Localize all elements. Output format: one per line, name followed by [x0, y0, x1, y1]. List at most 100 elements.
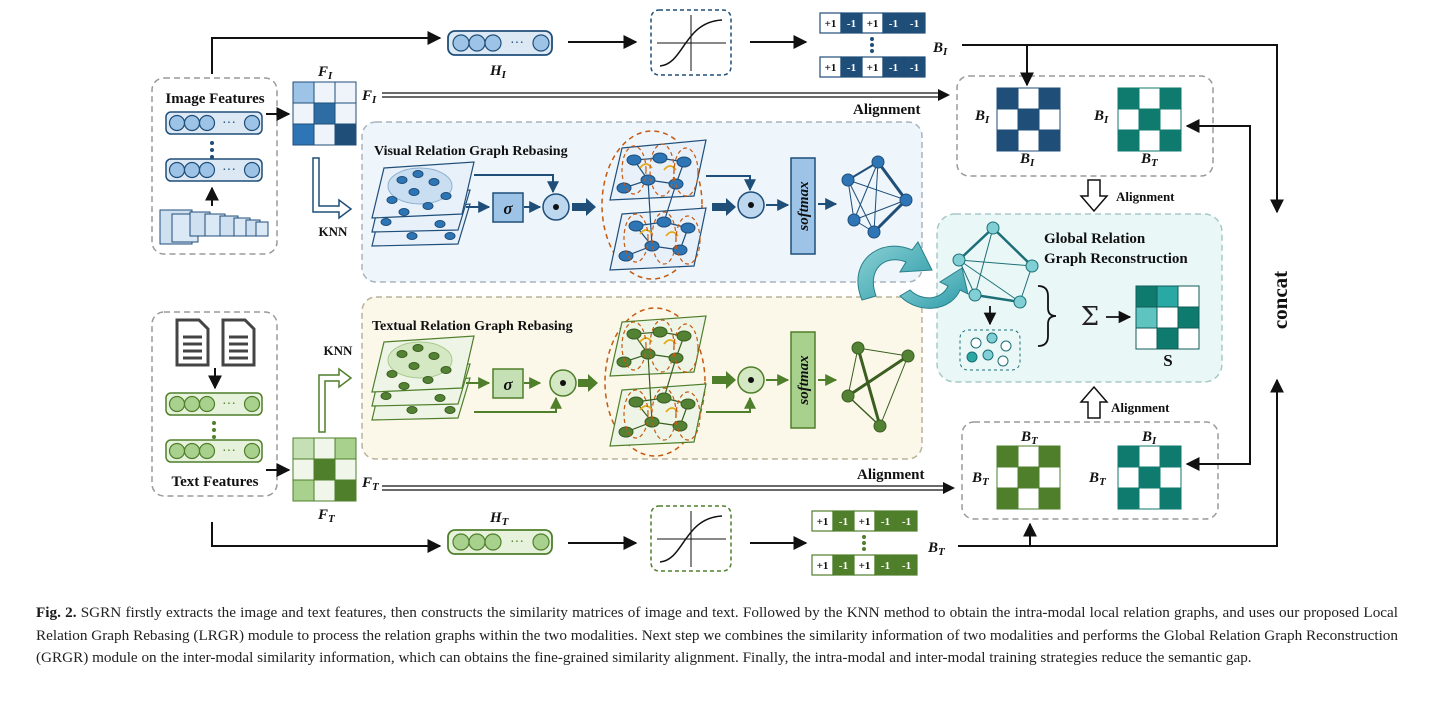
visual-sigma-box: [492, 192, 524, 223]
concat-to-bottom-matrix-arrow: [1185, 380, 1251, 471]
bt-label-matrix3-top: BT: [1020, 429, 1039, 447]
ft-alignment-double-arrow: FT: [361, 475, 955, 494]
vertical-ellipsis-icon: [210, 141, 214, 159]
node-cluster-icon: [959, 329, 1021, 371]
knn-label-bottom: KNN: [324, 343, 354, 358]
ht-hidden-vector: ···: [447, 529, 553, 555]
bt-label-bottom: BT: [927, 540, 946, 558]
alignment-label-bottom: Alignment: [857, 467, 925, 483]
bi-bi-checker-matrix: [996, 87, 1061, 152]
image-hash-path-arrow: [211, 31, 442, 74]
bi-hash-codes: +1-1+1-1-1+1-1+1-1-1: [819, 12, 926, 78]
bt-code-row-top: +1-1+1-1-1: [811, 510, 918, 532]
svg-text:+1: +1: [867, 62, 879, 74]
image-feature-maps-icon: [159, 209, 269, 245]
visual-softmax-box: [790, 157, 816, 255]
s-similarity-matrix: [1135, 285, 1200, 350]
visual-sigma-symbol: σ: [503, 199, 513, 218]
global-graph: [952, 221, 1039, 309]
visual-bypass-arrow-2: [706, 175, 756, 192]
visual-thick-arrow-2: [712, 198, 736, 216]
bi-label-matrix1-bottom: BI: [1019, 151, 1035, 169]
text-hash-path-arrow: [211, 522, 442, 553]
ft-similarity-matrix: [292, 437, 357, 502]
textual-thick-arrow-1: [578, 374, 598, 392]
caption-text: SGRN firstly extracts the image and text…: [36, 604, 1398, 666]
svg-text:-1: -1: [839, 560, 848, 572]
alignment-label-middle-bottom: Alignment: [1111, 400, 1170, 415]
alignment-label-top: Alignment: [853, 102, 921, 118]
bi-bt-matrix-panel: [956, 75, 1214, 177]
svg-text:+1: +1: [859, 516, 871, 528]
image-features-label: Image Features: [165, 91, 264, 107]
bt-bt-checker-matrix: [996, 445, 1061, 510]
svg-text:-1: -1: [881, 516, 890, 528]
alignment-hollow-arrow-down: [1079, 179, 1109, 213]
global-title-line2: Graph Reconstruction: [1044, 251, 1188, 267]
vertical-ellipsis-icon: [862, 535, 866, 551]
textual-sigma-box: [492, 368, 524, 399]
fi-similarity-matrix: [292, 81, 357, 146]
text-feature-vector-top: ···: [165, 392, 263, 416]
textual-bypass-arrow: [474, 396, 562, 413]
fi-label-top: FI: [317, 64, 333, 82]
svg-text:+1: +1: [817, 560, 829, 572]
bi-to-concat-line: [1027, 44, 1284, 214]
knn-label-top: KNN: [319, 224, 349, 239]
knn-arrow-bottom: [318, 367, 353, 433]
svg-text:FI: FI: [361, 88, 377, 106]
fi-alignment-double-arrow: FI: [361, 88, 950, 106]
alignment-hollow-arrow-up: [1079, 385, 1109, 419]
svg-text:-1: -1: [889, 62, 898, 74]
knn-arrow-top: [312, 157, 353, 220]
sgrn-architecture-diagram: Image Features ··· ···: [151, 9, 1292, 576]
svg-text:-1: -1: [847, 18, 856, 30]
image-features-panel: [151, 77, 278, 255]
svg-text:+1: +1: [867, 18, 879, 30]
svg-text:-1: -1: [889, 18, 898, 30]
visual-hadamard-2-dot: [748, 202, 754, 208]
svg-text:-1: -1: [847, 62, 856, 74]
concat-label: concat: [1268, 271, 1292, 329]
image-feature-vector-top: ···: [165, 111, 263, 135]
textual-rebasing-panel: [361, 296, 923, 460]
svg-text:+1: +1: [859, 560, 871, 572]
textual-thick-arrow-2: [712, 371, 736, 389]
textual-hadamard-1-dot: [560, 380, 566, 386]
svg-text:···: ···: [222, 116, 236, 131]
svg-text:+1: +1: [817, 516, 829, 528]
svg-text:···: ···: [222, 444, 236, 459]
textual-output-graph: [841, 341, 915, 433]
vertical-ellipsis-icon: [212, 421, 216, 439]
textual-hadamard-2-dot: [748, 377, 754, 383]
bi-label-matrix1-left: BI: [974, 108, 990, 126]
bi-bt-checker-matrix: [1117, 87, 1182, 152]
svg-text:+1: +1: [825, 18, 837, 30]
bi-label-top: BI: [932, 40, 948, 58]
bi-label-matrix4-top: BI: [1141, 429, 1157, 447]
visual-rebased-graph: [601, 130, 707, 280]
caption-lead: Fig. 2.: [36, 604, 77, 621]
document-icon-right: [221, 318, 256, 367]
svg-text:-1: -1: [910, 18, 919, 30]
svg-text:FT: FT: [361, 475, 380, 493]
textual-softmax-label: softmax: [796, 355, 812, 406]
bt-bi-matrix-panel: [961, 421, 1219, 520]
ft-label-bottom: FT: [317, 507, 336, 525]
bt-to-concat-line: [1030, 378, 1284, 547]
visual-thick-arrow-1: [572, 198, 596, 216]
bt-bi-checker-matrix: [1117, 445, 1182, 510]
textual-rebased-graph: [604, 307, 707, 457]
image-feature-vector-bottom: ···: [165, 158, 263, 182]
global-title-line1: Global Relation: [1044, 231, 1146, 247]
bt-to-matrix-arrow: [958, 522, 1037, 547]
text-feature-vector-bottom: ···: [165, 439, 263, 463]
svg-text:···: ···: [510, 535, 524, 550]
textual-graph-stack: [371, 335, 475, 421]
alignment-label-middle-top: Alignment: [1116, 189, 1175, 204]
svg-text:···: ···: [222, 163, 236, 178]
tanh-activation-icon-bottom: [650, 505, 732, 572]
textual-sigma-symbol: σ: [503, 375, 513, 394]
svg-text:-1: -1: [910, 62, 919, 74]
svg-text:-1: -1: [902, 560, 911, 572]
